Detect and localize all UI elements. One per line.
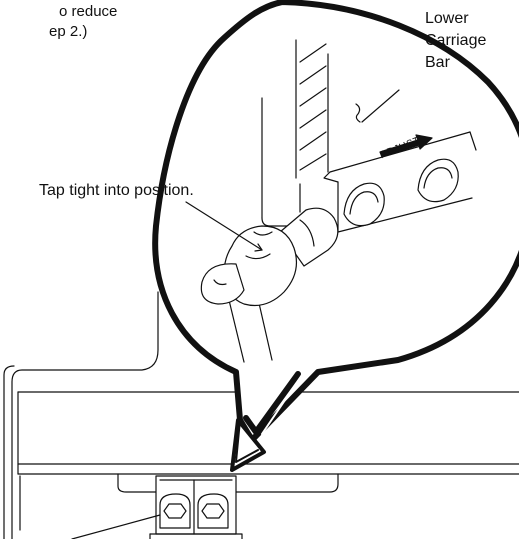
corner-text: o reduce ep 2.): [0, 2, 117, 42]
bolt-leader-line: [71, 514, 161, 539]
carriage-slot-right: [417, 158, 459, 203]
magnifier-callout: [152, 0, 519, 472]
adjust-arrow-icon: [379, 134, 433, 158]
tap-leader-head: [254, 243, 263, 252]
bracket-bolt-right: [197, 493, 229, 529]
lower-carriage-bar: [295, 39, 477, 233]
corner-line-2: ep 2.): [49, 23, 88, 40]
lower-carriage-bar-label: Lower Carriage Bar: [425, 8, 486, 74]
lower-carriage-line-2: Carriage: [425, 32, 487, 49]
corner-line-1: o reduce: [59, 3, 118, 20]
bracket-bolt-left: [159, 493, 191, 529]
tap-instruction-label: Tap tight into position.: [39, 182, 194, 199]
lower-carriage-line-3: Bar: [425, 54, 450, 71]
hammer-icon: [200, 207, 339, 363]
tap-leader: [185, 201, 263, 251]
lower-carriage-leader: [361, 89, 400, 123]
bubble-line-corner: [261, 217, 291, 227]
lower-carriage-line-1: Lower: [425, 10, 469, 27]
carriage-slot-left: [343, 182, 385, 227]
